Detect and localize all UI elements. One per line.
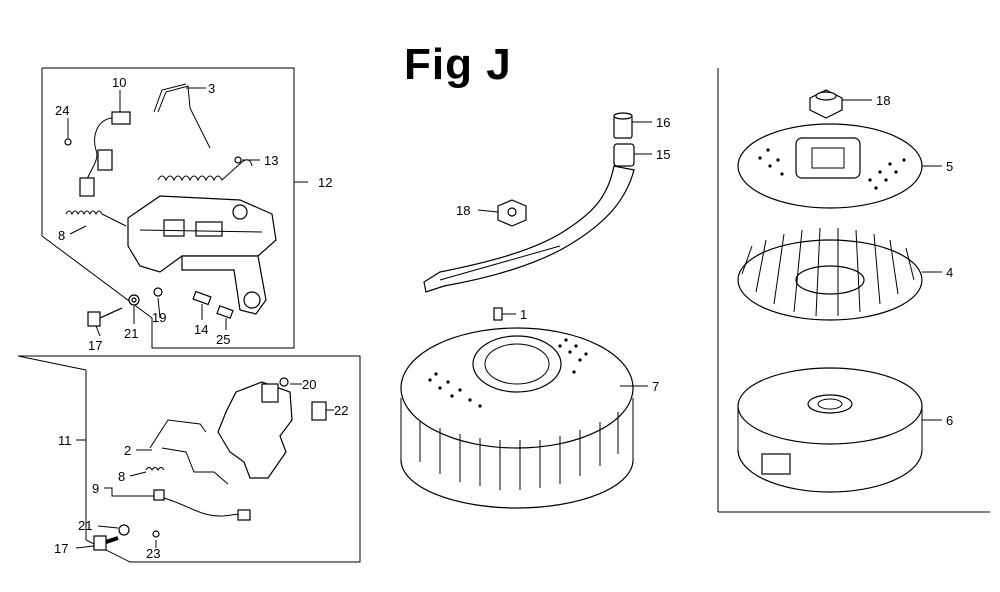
callout-14: 14 [194, 322, 208, 337]
callout-22: 22 [334, 403, 348, 418]
callout-3: 3 [208, 81, 215, 96]
part-18-nut-right [809, 89, 843, 119]
part-5-cooling-plate [737, 123, 923, 209]
group-11-parts [93, 377, 327, 551]
callout-18-right: 18 [876, 93, 890, 108]
part-18-nut-center [497, 199, 527, 227]
callout-17-upper: 17 [88, 338, 102, 353]
callout-21-lower: 21 [78, 518, 92, 533]
callout-1: 1 [520, 307, 527, 322]
callout-23: 23 [146, 546, 160, 561]
governor-bracket [127, 195, 277, 315]
callout-12: 12 [318, 175, 332, 190]
callout-24: 24 [55, 103, 69, 118]
part-4-fan [737, 227, 923, 321]
part-3-rod [153, 83, 211, 149]
callout-20: 20 [302, 377, 316, 392]
callout-8-lower: 8 [118, 469, 125, 484]
part-10-switch [64, 111, 131, 197]
part-16-bolt [613, 112, 633, 139]
callout-2: 2 [124, 443, 131, 458]
callout-18-center: 18 [456, 203, 470, 218]
small-fasteners-12 [87, 287, 234, 327]
callout-8-upper: 8 [58, 228, 65, 243]
callout-7: 7 [652, 379, 659, 394]
part-8-spring [65, 210, 127, 227]
callout-16: 16 [656, 115, 670, 130]
callout-4: 4 [946, 265, 953, 280]
part-1-key [493, 307, 503, 321]
callout-labels: 3 10 24 13 12 8 19 21 17 14 25 20 22 11 … [54, 75, 953, 561]
group-11-frame [17, 355, 361, 563]
callout-10: 10 [112, 75, 126, 90]
ignition-arm [423, 165, 635, 293]
callout-25: 25 [216, 332, 230, 347]
callout-6: 6 [946, 413, 953, 428]
callout-11: 11 [58, 433, 72, 448]
callout-19: 19 [152, 310, 166, 325]
callout-17-lower: 17 [54, 541, 68, 556]
callout-9: 9 [92, 481, 99, 496]
part-15-collar [613, 143, 635, 167]
figure-title: Fig J [404, 40, 512, 89]
part-13-spring [157, 156, 253, 182]
right-group-frame [717, 68, 990, 513]
callout-21-upper: 21 [124, 326, 138, 341]
callout-5: 5 [946, 159, 953, 174]
leader-lines [67, 87, 942, 549]
part-7-flywheel [400, 327, 634, 509]
callout-13: 13 [264, 153, 278, 168]
callout-15: 15 [656, 147, 670, 162]
part-6-flywheel-cup [737, 367, 923, 493]
